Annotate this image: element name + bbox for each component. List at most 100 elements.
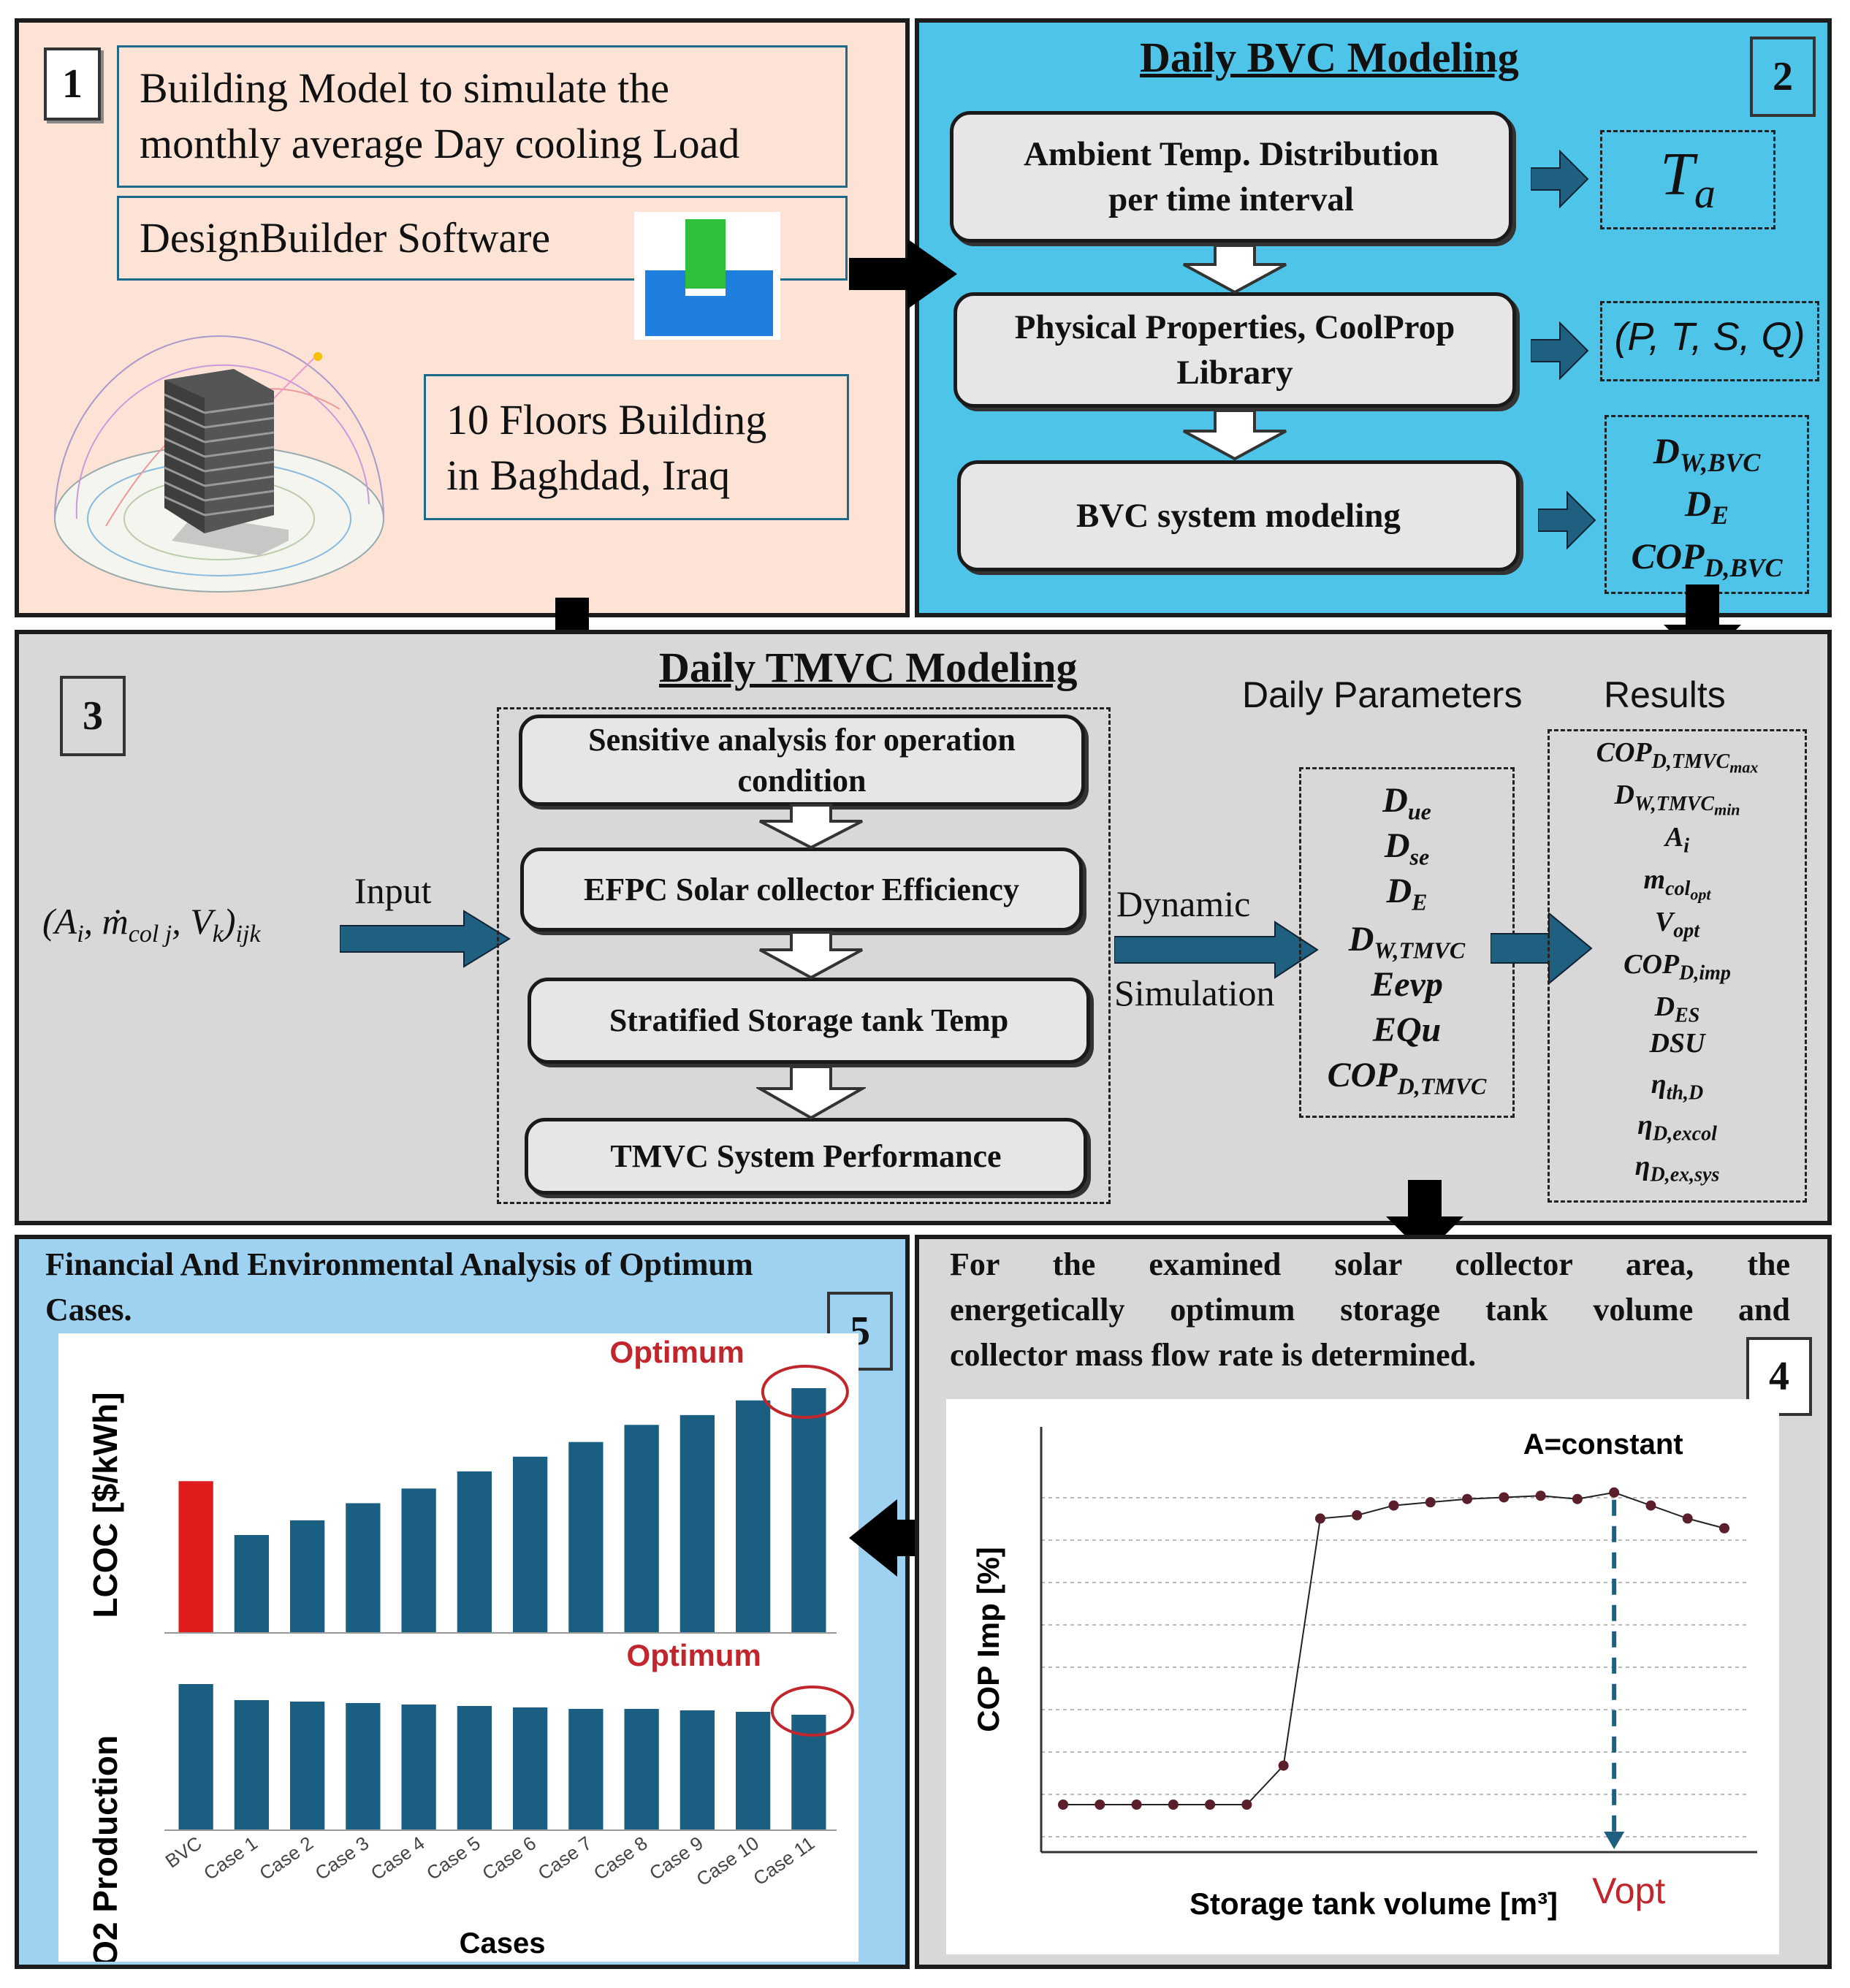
cop-point	[1719, 1523, 1729, 1534]
down-arrow-icon	[759, 804, 863, 849]
results-list: COPD,TMVCmax DW,TMVCmin Ai mcolopt Vopt …	[1548, 736, 1807, 1191]
co2-bar	[346, 1703, 381, 1830]
results-title: Results	[1604, 674, 1726, 715]
lcoc-bar	[568, 1442, 604, 1633]
result-eta-excol: ηD,excol	[1637, 1110, 1717, 1146]
output-ptsq-box	[1600, 301, 1819, 381]
panel-number-5: 5	[827, 1292, 893, 1371]
left-arrow-icon	[849, 1499, 948, 1577]
physical-properties-step: Physical Properties, CoolProp Library	[953, 292, 1516, 408]
building-location-line1: 10 Floors Building	[446, 396, 767, 443]
result-dw-tmvc-min: DW,TMVCmin	[1614, 780, 1740, 819]
output-dw-bvc: DW,BVC	[1653, 430, 1761, 477]
input-label: Input	[354, 870, 432, 911]
building-sunpath-illustration	[47, 321, 391, 599]
cop-point	[1682, 1513, 1693, 1524]
vopt-label: Vopt	[1592, 1870, 1665, 1911]
co2-ylabel: CO2 Production	[86, 1735, 124, 1962]
tmvc-steps-group	[497, 707, 1111, 1204]
tmvc-performance-step: TMVC System Performance	[525, 1118, 1087, 1195]
lcoc-bar	[735, 1400, 771, 1633]
result-dsu: DSU	[1649, 1028, 1705, 1059]
result-cop-tmvc-max: COPD,TMVCmax	[1596, 737, 1759, 777]
daily-parameters-title: Daily Parameters	[1242, 674, 1523, 715]
building-model-title: Building Model to simulate the monthly a…	[117, 45, 848, 188]
co2-optimum-circle	[770, 1686, 854, 1737]
param-equ: EQu	[1372, 1010, 1442, 1049]
storage-tank-step: Stratified Storage tank Temp	[528, 978, 1090, 1064]
bvc-system-step: BVC system modeling	[957, 460, 1520, 571]
co2-bar	[178, 1684, 213, 1830]
cop-point	[1352, 1509, 1363, 1520]
financial-heading-line1: Financial And Environmental Analysis of …	[45, 1246, 753, 1282]
physical-properties-step-line2: Library	[1176, 354, 1293, 392]
cop-point	[1462, 1493, 1473, 1504]
cop-xlabel: Storage tank volume [m³]	[1189, 1886, 1558, 1921]
down-arrow-icon	[1183, 409, 1287, 460]
cop-point	[1205, 1800, 1216, 1810]
lcoc-ylabel: LCOC [$/kWh]	[86, 1392, 124, 1618]
param-eevp: Eevp	[1371, 965, 1443, 1004]
cop-point	[1131, 1800, 1142, 1810]
building-location-line2: in Baghdad, Iraq	[446, 452, 731, 499]
cop-point	[1572, 1493, 1583, 1504]
ambient-temp-step: Ambient Temp. Distribution per time inte…	[950, 111, 1512, 243]
efpc-efficiency-step: EFPC Solar collector Efficiency	[520, 848, 1083, 932]
lcoc-bar	[346, 1503, 381, 1633]
result-mcol-opt: mcolopt	[1643, 864, 1711, 904]
output-ta-box	[1600, 130, 1775, 229]
lcoc-bar	[791, 1388, 826, 1633]
co2-bar	[568, 1709, 604, 1830]
cases-xlabel: Cases	[460, 1927, 546, 1960]
param-cop-tmvc: COPD,TMVC	[1327, 1056, 1487, 1100]
input-tuple: (Ai, ṁcol j, Vk)ijk	[42, 901, 261, 948]
financial-heading: Financial And Environmental Analysis of …	[45, 1242, 753, 1333]
lcoc-bar	[624, 1425, 659, 1633]
cop-point	[1535, 1490, 1546, 1501]
panel-number-3: 3	[60, 676, 126, 756]
right-arrow-icon	[849, 239, 957, 309]
designbuilder-logo-icon	[634, 212, 780, 340]
a-constant-label: A=constant	[1523, 1428, 1683, 1460]
co2-bar	[624, 1709, 659, 1830]
optimum-description-line1: For the examined solar collector area, t…	[950, 1246, 1790, 1282]
param-de: DE	[1386, 872, 1428, 915]
result-eta-exsys: ηD,ex,sys	[1634, 1151, 1720, 1187]
co2-bar	[512, 1707, 548, 1830]
cop-point	[1095, 1800, 1105, 1810]
panel-number-1: 1	[44, 47, 101, 121]
building-location-box: 10 Floors Building in Baghdad, Iraq	[424, 374, 849, 520]
lcoc-bar	[680, 1414, 715, 1633]
right-arrow-icon	[340, 910, 511, 968]
right-arrow-icon	[1114, 921, 1319, 979]
lcoc-bar	[234, 1535, 270, 1633]
lcoc-bar	[178, 1481, 213, 1633]
cop-point	[1499, 1492, 1510, 1503]
result-cop-imp: COPD,imp	[1623, 949, 1731, 985]
result-ai: Ai	[1664, 822, 1690, 858]
panel-number-2: 2	[1750, 37, 1816, 117]
right-arrow-icon	[1531, 150, 1589, 208]
co2-bar	[680, 1710, 715, 1830]
output-ptsq: (P, T, S, Q)	[1614, 315, 1805, 359]
optimum-description: For the examined solar collector area, t…	[950, 1242, 1790, 1378]
cop-point	[1241, 1800, 1252, 1810]
output-de: DE	[1684, 483, 1729, 530]
designbuilder-label: DesignBuilder Software	[117, 196, 848, 281]
right-arrow-icon	[1531, 321, 1589, 380]
physical-properties-step-line1: Physical Properties, CoolProp	[1014, 308, 1455, 346]
output-ta: Ta	[1660, 140, 1716, 217]
cop-point	[1314, 1513, 1325, 1524]
ambient-temp-step-line1: Ambient Temp. Distribution	[1023, 135, 1439, 173]
lcoc-bar	[512, 1456, 548, 1633]
lcoc-optimum-circle	[761, 1365, 849, 1419]
bvc-heading: Daily BVC Modeling	[1140, 34, 1519, 81]
co2-bar	[457, 1706, 492, 1830]
cop-point	[1425, 1497, 1436, 1508]
co2-bar	[289, 1702, 325, 1830]
results-box	[1548, 729, 1807, 1203]
down-arrow-icon	[1386, 1180, 1463, 1255]
result-eta-th: ηth,D	[1651, 1069, 1704, 1105]
cop-point	[1609, 1487, 1620, 1498]
